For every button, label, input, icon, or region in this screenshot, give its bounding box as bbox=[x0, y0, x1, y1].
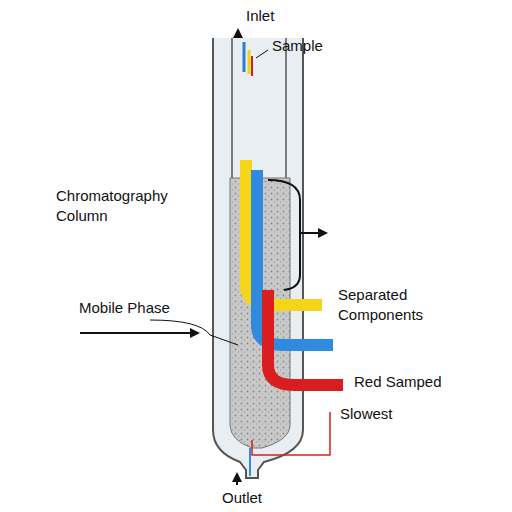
inlet-label: Inlet bbox=[246, 6, 306, 26]
sample-label: Sample bbox=[272, 36, 352, 56]
outlet-label: Outlet bbox=[222, 488, 302, 508]
red-sample-label: Red Samped bbox=[354, 372, 474, 392]
slowest-label: Slowest bbox=[340, 404, 440, 424]
components-label: Separated Components bbox=[338, 285, 458, 325]
mobile-phase-label: Mobile Phase bbox=[79, 298, 199, 318]
column-label: Chromatography Column bbox=[56, 186, 186, 226]
